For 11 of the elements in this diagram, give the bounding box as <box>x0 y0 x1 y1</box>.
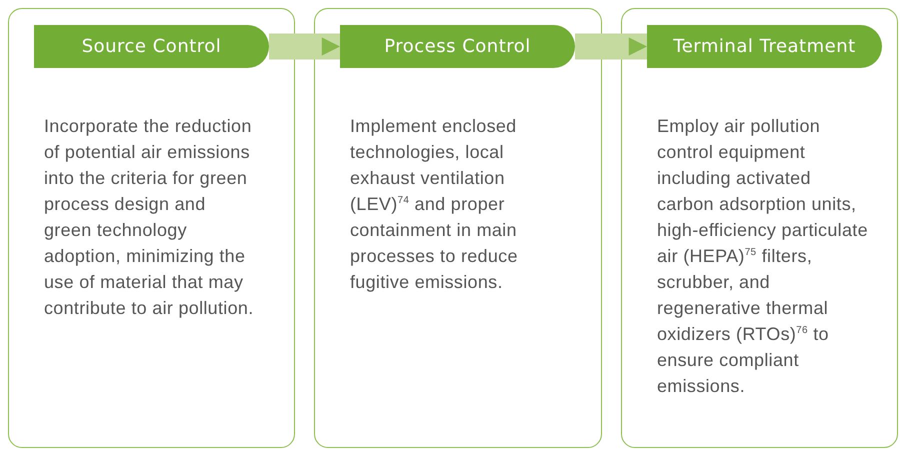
description-text: Incorporate the reduction of potential air emissions into the criteria for green process design and green technology adoption, minimizing the use of material that may contribute to air pollution. <box>44 115 255 320</box>
description-text: Employ air pollution control equipment including activated carbon adsorption units, high-efficiency particulate air (HEPA)$^{75}$ filters, scrubber, and regenerative thermal oxidizers (RTOs)$^{76}$ to ensure compliant emissions. <box>657 115 869 398</box>
arrow-band <box>575 34 647 60</box>
step-card <box>314 8 602 448</box>
step-heading-tab: Terminal Treatment <box>647 25 882 68</box>
step-card <box>621 8 898 448</box>
arrow-band <box>269 34 340 60</box>
step-heading-tab: Process Control <box>340 25 575 68</box>
step-heading-tab: Source Control <box>34 25 269 68</box>
description-text: Implement enclosed technologies, local exhaust ventilation (LEV)$^{74}$ and proper containment in main processes to reduce fugitive emissions. <box>350 115 519 294</box>
step-card <box>8 8 295 448</box>
